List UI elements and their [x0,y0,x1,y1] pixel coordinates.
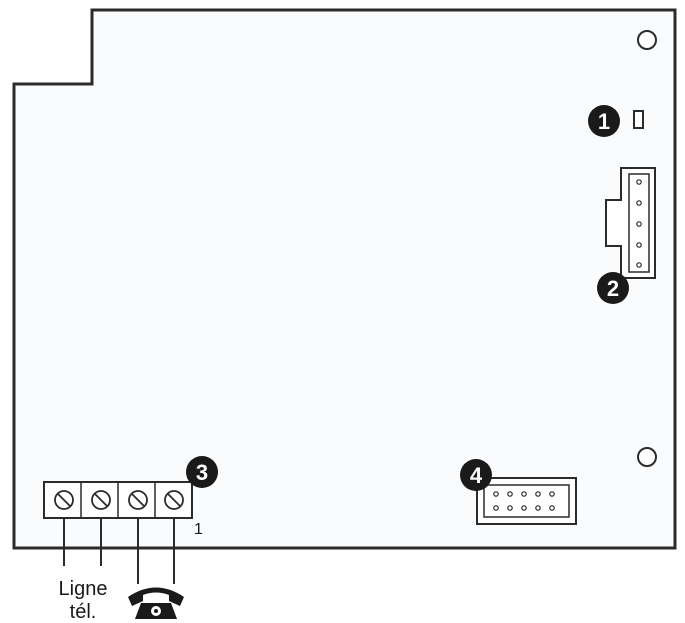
terminal-wires [63,518,175,584]
terminal-screw-icon [54,490,74,510]
pin-header [476,477,577,525]
marker-2: 2 [597,272,629,304]
marker-4: 4 [460,459,492,491]
svg-text:2: 2 [607,276,619,301]
svg-text:1: 1 [598,109,610,134]
terminal-block [43,481,193,519]
phone-line-label-second: tél. [70,601,97,623]
svg-text:4: 4 [470,463,483,488]
marker-1: 1 [588,105,620,137]
terminal-screw-icon [164,490,184,510]
side-connector [605,167,656,279]
svg-text:3: 3 [196,460,208,485]
terminal-screw-icon [128,490,148,510]
marker-3: 3 [186,456,218,488]
phone-line-label: Ligne [59,578,108,600]
mounting-hole-bottom [637,447,657,467]
terminal-screw-icon [91,490,111,510]
telephone-icon [128,587,184,619]
pin-one-label: 1 [194,521,203,538]
board-outline [12,8,677,550]
mounting-hole-top [637,30,657,50]
led-indicator [633,110,644,129]
